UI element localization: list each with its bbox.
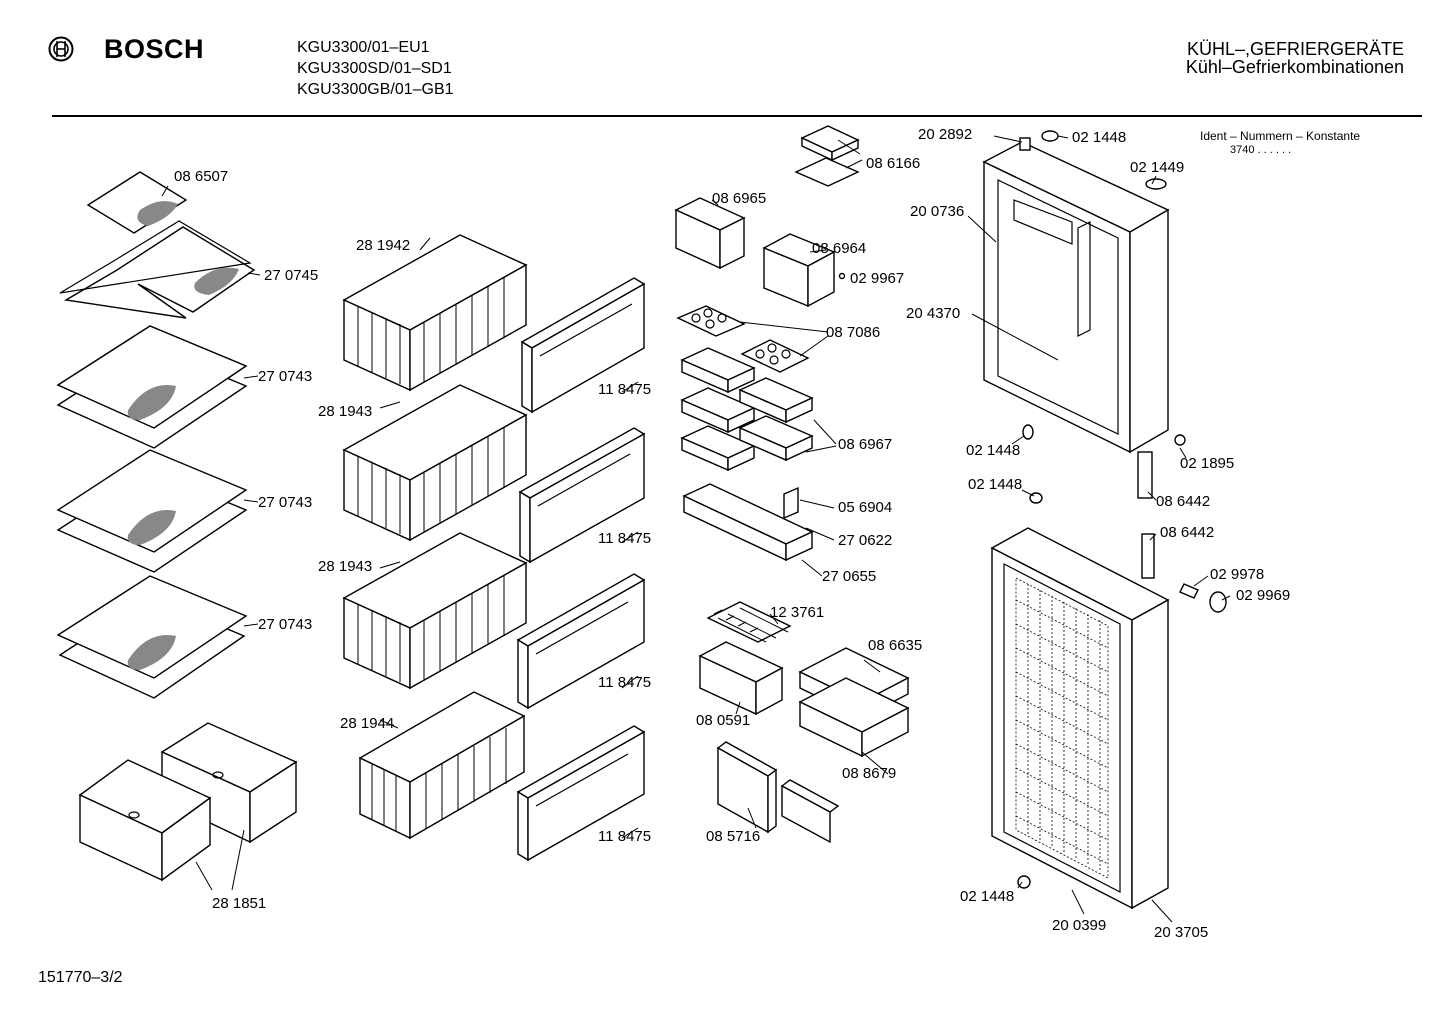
part-number-label: 27 0745 [264, 267, 319, 284]
part-number-label: 20 3705 [1154, 924, 1209, 941]
wire-basket [342, 384, 528, 542]
glass-shelf [56, 449, 248, 573]
part-number-label: 08 8679 [842, 765, 897, 782]
part-number-label: 08 6442 [1156, 493, 1211, 510]
part-number-label: 27 0743 [258, 616, 313, 633]
model-number: KGU3300SD/01–SD1 [297, 60, 452, 77]
part-number-label: 20 0399 [1052, 917, 1107, 934]
model-number: KGU3300/01–EU1 [297, 39, 430, 56]
brand-name: BOSCH [104, 34, 205, 64]
part-number-label: 11 8475 [598, 674, 652, 691]
part-number-label: 28 1943 [318, 403, 373, 420]
part-number-label: 27 0743 [258, 494, 313, 511]
basket-front-panel [520, 277, 646, 414]
part-number-label: 11 8475 [598, 381, 652, 398]
basket-front-panel [516, 573, 646, 710]
wire-basket [358, 691, 526, 840]
cold-pack [716, 741, 840, 844]
wire-basket [342, 532, 528, 690]
part-number-label: 20 2892 [918, 126, 973, 143]
part-number-label: 28 1942 [356, 237, 411, 254]
ice-cube-box [698, 641, 784, 716]
glass-shelf-split [59, 220, 256, 319]
part-number-label: 08 6166 [866, 155, 921, 172]
part-number-label: 27 0622 [838, 532, 893, 549]
drawing-number: 151770–3/2 [38, 969, 123, 986]
ident-value: 3740 . . . . . . [1230, 144, 1292, 156]
part-number-label: 08 5716 [706, 828, 761, 845]
basket-front-panel [518, 427, 646, 564]
crisper-drawer [78, 759, 212, 882]
part-number-label: 28 1944 [340, 715, 395, 732]
part-number-label: 02 1449 [1130, 159, 1185, 176]
freezer-door [990, 527, 1170, 910]
door-bin-small [674, 197, 746, 270]
part-number-label: 08 6635 [868, 637, 923, 654]
part-number-label: 08 6965 [712, 190, 767, 207]
part-number-label: 20 4370 [906, 305, 961, 322]
ice-cube-tray [706, 601, 792, 643]
part-number-label: 12 3761 [770, 604, 825, 621]
part-number-label: 28 1851 [212, 895, 267, 912]
glass-shelf [56, 325, 248, 449]
glass-shelf [56, 575, 248, 699]
part-number-label: 11 8475 [598, 530, 652, 547]
hinge-parts [1017, 130, 1227, 889]
part-number-label: 08 6442 [1160, 524, 1215, 541]
part-number-label: 28 1943 [318, 558, 373, 575]
part-number-label: 02 9967 [850, 270, 905, 287]
part-number-label: 08 6967 [838, 436, 893, 453]
part-number-label: 02 1895 [1180, 455, 1235, 472]
category-subtitle: Kühl–Gefrierkombinationen [1185, 57, 1404, 77]
part-number-label: 02 1448 [1072, 129, 1127, 146]
part-number-label: 08 6507 [174, 168, 229, 185]
part-number-label: 02 1448 [966, 442, 1021, 459]
basket-front-panel [516, 725, 646, 862]
part-number-label: 11 8475 [598, 828, 652, 845]
part-number-label: 02 1448 [968, 476, 1023, 493]
butter-dish [794, 125, 860, 187]
bosch-logo-icon [48, 36, 74, 62]
part-number-label: 08 7086 [826, 324, 881, 341]
door-bin-small [762, 233, 846, 308]
part-number-label: 02 9969 [1236, 587, 1291, 604]
part-number-label: 02 1448 [960, 888, 1015, 905]
ident-title: Ident – Nummern – Konstante [1200, 129, 1361, 143]
egg-tray [676, 305, 810, 373]
part-number-label: 08 0591 [696, 712, 751, 729]
door-shelf-large [682, 483, 814, 562]
wire-basket [342, 234, 528, 392]
part-number-label: 27 0655 [822, 568, 877, 585]
part-number-label: 20 0736 [910, 203, 965, 220]
door-bin [680, 347, 814, 472]
leader-lines [161, 135, 1231, 923]
glass-cover-plate [86, 171, 188, 234]
part-number-label: 08 6964 [812, 240, 867, 257]
part-number-label: 05 6904 [838, 499, 893, 516]
category-title: KÜHL–,GEFRIERGERÄTE [1186, 39, 1404, 59]
fridge-door [982, 137, 1186, 454]
freezer-tray [798, 647, 910, 758]
model-number: KGU3300GB/01–GB1 [297, 81, 454, 98]
part-number-label: 02 9978 [1210, 566, 1265, 583]
header-divider [52, 115, 1422, 117]
part-number-label: 27 0743 [258, 368, 313, 385]
